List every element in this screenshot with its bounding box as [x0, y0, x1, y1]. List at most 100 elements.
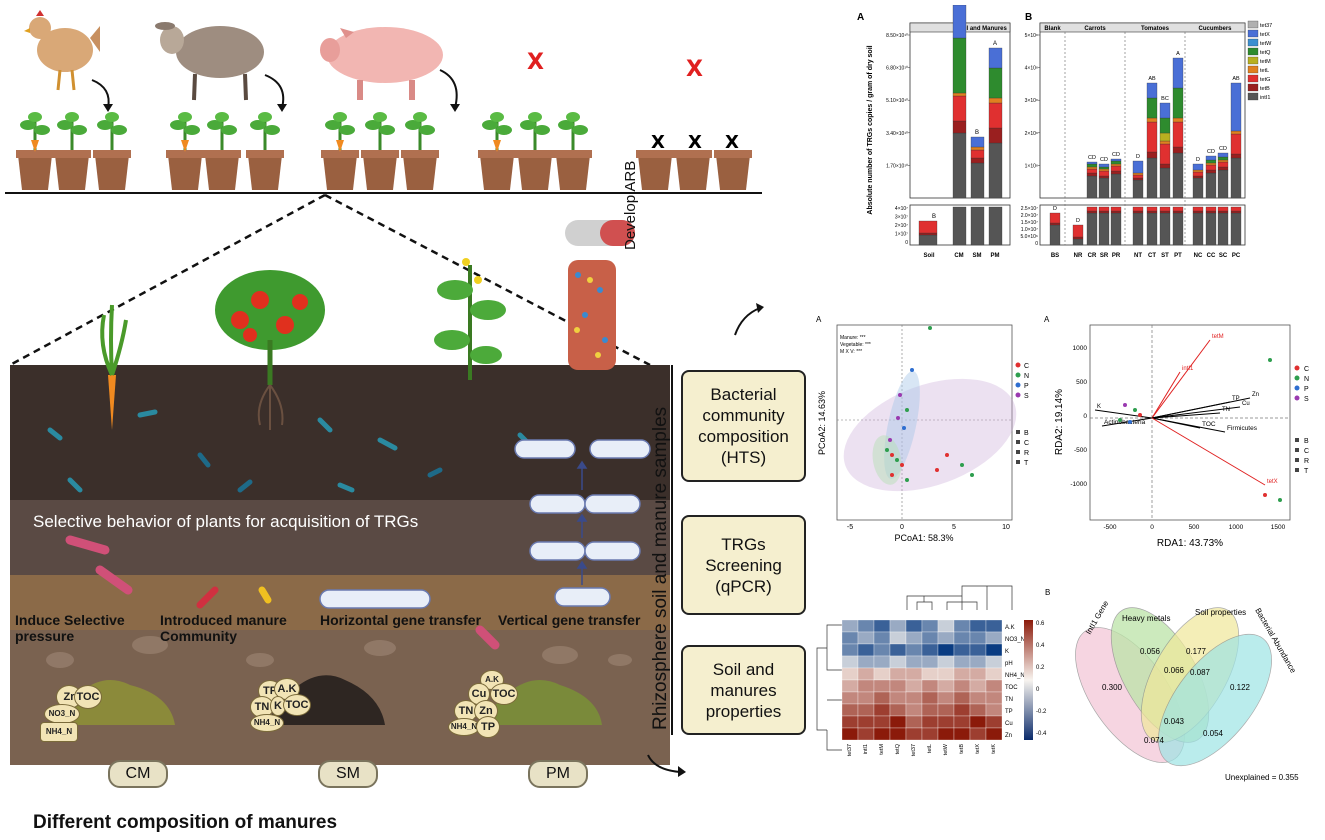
tick-label: 0	[1035, 241, 1038, 247]
group-title: Cucumbers	[1198, 26, 1232, 32]
bar-segment	[952, 37, 967, 94]
category-label: PR	[1112, 253, 1121, 259]
heatmap-cell	[921, 667, 939, 681]
heatmap-cell	[937, 643, 955, 657]
heatmap-cell	[841, 715, 859, 729]
heatmap-cell	[873, 631, 891, 645]
heatmap-cell	[985, 727, 1003, 741]
bar-segment-lower	[970, 206, 985, 246]
bar-segment	[1132, 177, 1144, 181]
rda-vector	[1101, 417, 1153, 427]
legend-swatch	[1016, 430, 1020, 434]
bar-segment	[1098, 175, 1110, 179]
tick-label: 2.0×10⁷	[1021, 213, 1038, 219]
rda-point	[1118, 418, 1122, 422]
bar-segment-lower	[1192, 212, 1204, 246]
nutrient-bubble: Cu	[468, 683, 490, 705]
bar-segment	[1217, 161, 1229, 168]
rda-vector	[1151, 417, 1266, 486]
venn-value: 0.066	[1164, 666, 1185, 675]
seedling	[482, 112, 512, 152]
bar-ylabel: Absolute number of TRGs copies / gram of…	[867, 45, 874, 214]
bar-segment	[970, 149, 985, 159]
legend-swatch	[1247, 83, 1259, 92]
nutrient-bubble: NH4_N	[250, 714, 284, 732]
pcoa-ylabel: PCoA2: 14.63%	[817, 391, 827, 455]
bar-segment	[1086, 168, 1098, 174]
heatmap-cell	[905, 691, 923, 705]
heatmap-cell	[953, 619, 971, 633]
bar-segment	[1172, 57, 1184, 89]
heatmap-cell	[969, 619, 987, 633]
bar-segment-lower	[1132, 210, 1144, 214]
seedling	[520, 112, 550, 150]
tick-label: 500	[1076, 379, 1087, 386]
heatmap-cell	[905, 715, 923, 729]
colorbar-label: -0.2	[1036, 709, 1047, 715]
heatmap-cell	[905, 667, 923, 681]
legend-swatch	[1247, 56, 1259, 65]
legend-swatch	[1295, 458, 1299, 462]
venn-unexplained: Unexplained = 0.355	[1225, 773, 1299, 782]
pcoa-point	[905, 408, 909, 412]
heatmap-row-label: Zn	[1005, 733, 1012, 739]
heatmap-cell	[953, 631, 971, 645]
legend-label: R	[1304, 458, 1309, 465]
heatmap-cell	[857, 619, 875, 633]
tomato-plant	[215, 270, 325, 430]
heatmap-cell	[985, 715, 1003, 729]
legend-label: S	[1304, 396, 1309, 403]
heatmap-cell	[841, 643, 859, 657]
heatmap-row-label: TP	[1005, 709, 1013, 715]
tick-label: 4×10⁸	[1025, 66, 1038, 72]
heatmap-cell	[905, 655, 923, 669]
tick-label: 1000	[1073, 345, 1088, 352]
rda-xlabel: RDA1: 43.73%	[1157, 538, 1223, 549]
bar-segment	[1205, 155, 1217, 161]
bar-segment	[1086, 166, 1098, 170]
legend-label: B	[1024, 430, 1029, 437]
venn-value: 0.300	[1102, 683, 1123, 692]
pcoa-point	[890, 453, 894, 457]
bar-segment	[970, 157, 985, 164]
pcoa-point	[970, 473, 974, 477]
flower-pot	[518, 155, 552, 190]
heatmap-col-label: intI1	[863, 744, 869, 754]
heatmap-cell	[937, 679, 955, 693]
cucumber-plant	[434, 258, 506, 380]
pcoa-point	[890, 473, 894, 477]
tick-label: -500	[1074, 447, 1087, 454]
legend-swatch	[1295, 468, 1299, 472]
pile-tag-sm: SM	[318, 760, 378, 788]
bar-segment	[1110, 158, 1122, 162]
bar-segment	[1205, 162, 1217, 166]
legend-label: C	[1304, 448, 1309, 455]
legend-swatch	[1016, 440, 1020, 444]
heatmap-col-label: tetL	[927, 744, 933, 753]
bar-segment-lower	[1205, 206, 1217, 212]
bar-segment	[1172, 146, 1184, 154]
bar-segment-lower	[1110, 210, 1122, 214]
bar-segment	[1192, 177, 1204, 199]
bar-segment	[1086, 161, 1098, 165]
heatmap-cell	[857, 715, 875, 729]
legend-label: tet37	[1260, 23, 1272, 29]
bar-segment	[952, 132, 967, 199]
heatmap-row-label: pH	[1005, 661, 1013, 667]
heatmap-cell	[873, 667, 891, 681]
flower-pot	[403, 155, 437, 190]
colorbar-label: 0.6	[1036, 621, 1045, 627]
bar-segment	[1205, 172, 1217, 199]
bar-segment	[1159, 163, 1171, 169]
tick-label: 3×10⁷	[895, 215, 908, 221]
introduced-manure-text: Introduced manure Community	[160, 612, 287, 644]
pot-rim	[516, 150, 554, 158]
bar-segment	[1098, 177, 1110, 199]
heatmap-cell	[889, 691, 907, 705]
bar-segment-lower	[1110, 212, 1122, 246]
bar-segment-lower	[988, 206, 1003, 246]
legend-swatch	[1294, 385, 1300, 391]
heatmap-cell	[937, 619, 955, 633]
panel-a-strip: Soil and Manures	[957, 26, 1007, 32]
box-bacterial-composition: Bacterial community composition (HTS)	[681, 370, 806, 482]
